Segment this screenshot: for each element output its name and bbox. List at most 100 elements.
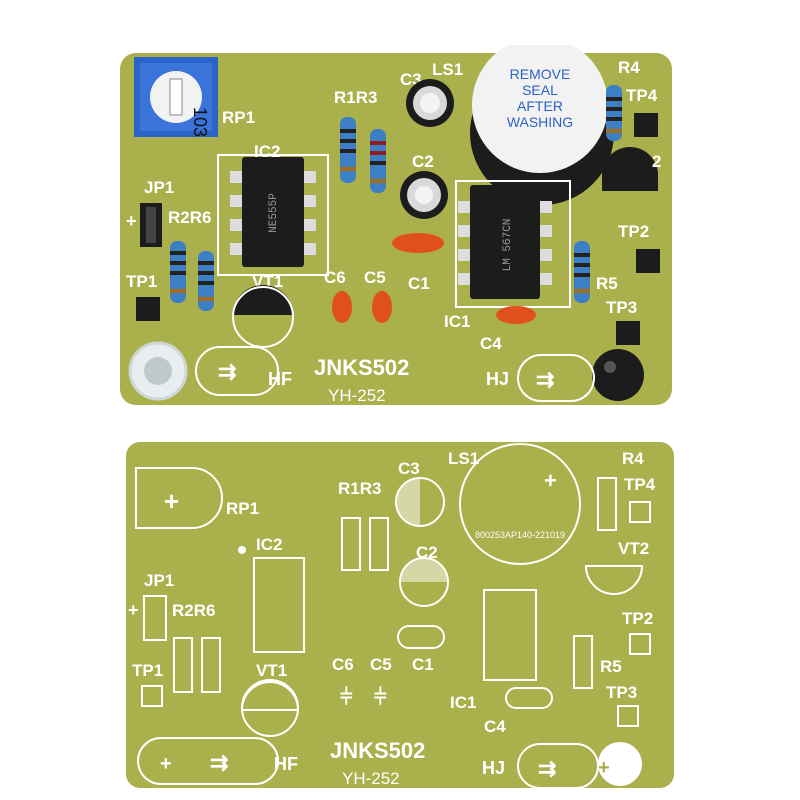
label-hf: HF	[268, 369, 292, 389]
label-tp3: TP3	[606, 298, 637, 317]
capacitor-c6	[332, 291, 352, 323]
label-hj: HJ	[486, 369, 509, 389]
label-rp1: RP1	[226, 499, 259, 518]
label-r5: R5	[600, 657, 622, 676]
top-pcb-board: 103 RP1 IC2 NE555P JP1 + R2R6	[118, 45, 678, 415]
bottom-pcb-board: + RP1 IC2 JP1 + R2R6 TP1 VT1 R1R3 C3 C2	[124, 440, 676, 790]
label-c5: C5	[370, 655, 392, 674]
label-plus-jp1: +	[128, 600, 139, 620]
board-title: JNKS502	[314, 355, 409, 380]
rp1-cross: +	[164, 486, 179, 516]
hj-plus: +	[598, 757, 610, 779]
footprint-r6	[201, 637, 221, 693]
label-tp2: TP2	[618, 222, 649, 241]
label-c3: C3	[398, 459, 420, 478]
board-model: YH-252	[342, 769, 400, 788]
label-c1: C1	[408, 274, 430, 293]
footprint-ic1	[483, 589, 537, 681]
label-ic2: IC2	[256, 535, 282, 554]
footprint-ic2	[253, 557, 305, 653]
buzzer-label-line1: REMOVE	[510, 66, 571, 82]
ic1-marking: LM 567CN	[502, 219, 514, 272]
label-vt2: 2	[652, 152, 661, 171]
label-tp1: TP1	[126, 272, 157, 291]
pot-marking: 103	[190, 107, 210, 137]
resistor-r1	[340, 117, 356, 183]
label-c6: C6	[324, 268, 346, 287]
testpoint-tp3	[616, 321, 640, 345]
label-r2r6: R2R6	[168, 208, 211, 227]
label-tp1: TP1	[132, 661, 163, 680]
capacitor-c1	[392, 233, 444, 253]
label-tp4: TP4	[626, 86, 658, 105]
label-r1r3: R1R3	[334, 88, 377, 107]
capacitor-c4	[496, 306, 536, 324]
footprint-tp3	[617, 705, 639, 727]
label-r5: R5	[596, 274, 618, 293]
resistor-r5	[574, 241, 590, 303]
footprint-tp2	[629, 633, 651, 655]
label-c6: C6	[332, 655, 354, 674]
testpoint-tp1	[136, 297, 160, 321]
ic2-chip: NE555P	[230, 157, 316, 267]
label-c4: C4	[480, 334, 502, 353]
label-ls1: LS1	[432, 60, 463, 79]
label-tp4: TP4	[624, 475, 656, 494]
footprint-vt2	[584, 565, 644, 595]
label-ic1: IC1	[450, 693, 476, 712]
label-r4: R4	[622, 449, 644, 468]
c5-symbol: ⫩	[374, 684, 387, 709]
top-pcb-drawing: 103 RP1 IC2 NE555P JP1 + R2R6	[120, 45, 672, 405]
label-jp1: JP1	[144, 178, 174, 197]
bottom-pcb-drawing: + RP1 IC2 JP1 + R2R6 TP1 VT1 R1R3 C3 C2	[126, 442, 674, 789]
footprint-tp4	[629, 501, 651, 523]
footprint-ir-receiver	[598, 742, 642, 786]
resistor-r4	[606, 85, 622, 141]
board-model: YH-252	[328, 386, 386, 405]
hf-arrows: ⇉	[218, 359, 236, 384]
label-hf: HF	[274, 754, 298, 774]
label-vt2: VT2	[618, 539, 649, 558]
capacitor-c3	[406, 79, 454, 127]
label-ic1: IC1	[444, 312, 470, 331]
label-ls1: LS1	[448, 449, 479, 468]
footprint-jp1	[143, 595, 167, 641]
label-r4: R4	[618, 58, 640, 77]
buzzer-label-line2: SEAL	[522, 82, 558, 98]
label-r1r3: R1R3	[338, 479, 381, 498]
label-vt1: VT1	[256, 661, 287, 680]
footprint-r3	[369, 517, 389, 571]
board-title: JNKS502	[330, 738, 425, 763]
label-jp1: JP1	[144, 571, 174, 590]
hf-plus: +	[160, 753, 172, 775]
label-hj: HJ	[482, 758, 505, 778]
label-tp2: TP2	[622, 609, 653, 628]
capacitor-c5	[372, 291, 392, 323]
transistor-vt1	[233, 285, 293, 315]
testpoint-tp4	[634, 113, 658, 137]
ic1-chip: LM 567CN	[458, 185, 552, 299]
resistor-r2	[170, 241, 186, 303]
label-c2: C2	[412, 152, 434, 171]
footprint-r5	[573, 635, 593, 689]
footprint-c4	[505, 687, 553, 709]
testpoint-tp2	[636, 249, 660, 273]
ir-receiver	[592, 349, 644, 401]
label-c1: C1	[412, 655, 434, 674]
hj-arrows: ⇉	[538, 756, 556, 781]
footprint-r2	[173, 637, 193, 693]
footprint-r1	[341, 517, 361, 571]
label-tp3: TP3	[606, 683, 637, 702]
c6-symbol: ⫩	[340, 684, 353, 709]
ls1-plus: +	[544, 468, 557, 493]
footprint-rp1	[135, 467, 223, 529]
buzzer-ls1: + REMOVE SEAL AFTER WASHING	[470, 45, 614, 205]
label-c5: C5	[364, 268, 386, 287]
footprint-r4	[597, 477, 617, 531]
label-rp1: RP1	[222, 108, 255, 127]
footprint-c1	[397, 625, 445, 649]
transistor-vt2	[602, 147, 658, 191]
label-c4: C4	[484, 717, 506, 736]
resistor-r3	[370, 129, 386, 193]
hj-arrows: ⇉	[536, 367, 554, 392]
